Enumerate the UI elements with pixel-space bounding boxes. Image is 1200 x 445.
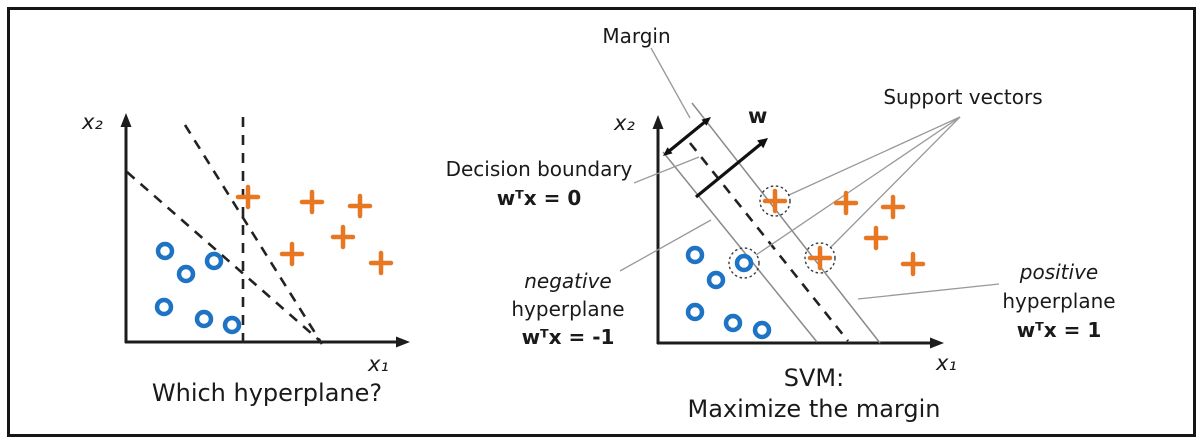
right-plot — [619, 47, 1000, 349]
positive-point — [900, 251, 926, 277]
positive-hyperplane-equation: wᵀx = 1 — [1016, 318, 1102, 342]
positive-point — [880, 194, 906, 220]
positive-point — [368, 250, 394, 276]
decision-boundary-line — [688, 142, 850, 342]
support-vector-pointer-1 — [788, 116, 961, 196]
candidate-hyperplane-shallow — [126, 171, 320, 341]
negative-point — [204, 251, 224, 271]
decision-boundary-label: Decision boundary wᵀx = 0 — [429, 155, 649, 213]
support-vector-ring — [728, 247, 760, 279]
support-vector-pointer-2 — [755, 116, 961, 256]
left-y-axis-arrow — [120, 113, 132, 127]
positive-hyperplane-label: positive hyperplane wᵀx = 1 — [959, 258, 1159, 345]
support-vector-pointer-3 — [830, 116, 961, 248]
left-y-axis-label: x₂ — [82, 110, 103, 134]
right-negative-points — [685, 245, 772, 340]
positive-point — [762, 188, 788, 214]
w-vector-label: w — [748, 104, 768, 128]
margin-label: Margin — [602, 24, 671, 48]
positive-point — [279, 241, 305, 267]
positive-hyperplane-pointer — [857, 283, 1000, 300]
right-x-axis-arrow — [930, 337, 944, 349]
candidate-hyperplane-steep — [183, 124, 324, 345]
positive-point — [807, 245, 833, 271]
positive-point — [863, 225, 889, 251]
support-vector-ring — [759, 185, 791, 217]
decision-boundary-pointer — [633, 156, 700, 184]
negative-point — [723, 313, 743, 333]
left-x-axis-arrow — [396, 336, 410, 348]
negative-hyperplane-equation: wᵀx = -1 — [521, 325, 615, 349]
negative-point — [734, 253, 754, 273]
right-caption-line2: Maximize the margin — [687, 395, 941, 423]
negative-point — [194, 309, 214, 329]
positive-point — [330, 224, 356, 250]
left-plot — [120, 113, 410, 348]
negative-point — [176, 264, 196, 284]
margin-pointer — [650, 47, 691, 119]
w-vector-arrow — [694, 141, 764, 199]
right-caption: SVM: Maximize the margin — [664, 363, 964, 425]
positive-point — [347, 193, 373, 219]
right-caption-line1: SVM: — [783, 364, 845, 392]
right-y-axis-label: x₂ — [614, 111, 635, 135]
positive-word: positive — [1019, 260, 1099, 284]
negative-point — [222, 315, 242, 335]
left-caption: Which hyperplane? — [151, 379, 383, 407]
decision-boundary-equation: wᵀx = 0 — [496, 186, 582, 210]
negative-point — [752, 320, 772, 340]
negative-hyperplane-line — [662, 151, 818, 343]
support-vector-ring — [804, 242, 836, 274]
right-positive-points — [762, 188, 926, 277]
margin-double-arrow — [666, 119, 708, 154]
positive-point — [833, 190, 859, 216]
negative-point — [685, 245, 705, 265]
negative-word: negative — [524, 269, 612, 293]
positive-hyperplane-word: hyperplane — [1002, 289, 1116, 313]
support-vectors-label: Support vectors — [883, 85, 1043, 109]
negative-point — [706, 270, 726, 290]
negative-point — [685, 302, 705, 322]
left-x-axis-label: x₁ — [368, 352, 389, 376]
support-vector-rings — [728, 185, 836, 279]
negative-hyperplane-label: negative hyperplane wᵀx = -1 — [468, 267, 668, 351]
right-x-axis-label: x₁ — [936, 351, 957, 375]
right-y-axis-arrow — [652, 115, 664, 129]
positive-point — [299, 189, 325, 215]
figure-border — [7, 7, 1196, 437]
negative-hyperplane-word: hyperplane — [511, 297, 625, 321]
negative-hyperplane-pointer — [619, 219, 712, 272]
positive-point — [235, 184, 261, 210]
left-negative-points — [154, 241, 242, 335]
positive-hyperplane-line — [691, 102, 881, 344]
left-positive-points — [235, 184, 394, 276]
w-vector-arrowhead — [757, 138, 768, 149]
negative-point — [154, 297, 174, 317]
margin-arrowhead-left — [663, 147, 673, 156]
negative-point — [155, 241, 175, 261]
decision-boundary-text: Decision boundary — [445, 157, 633, 181]
margin-arrowhead-right — [701, 117, 711, 126]
